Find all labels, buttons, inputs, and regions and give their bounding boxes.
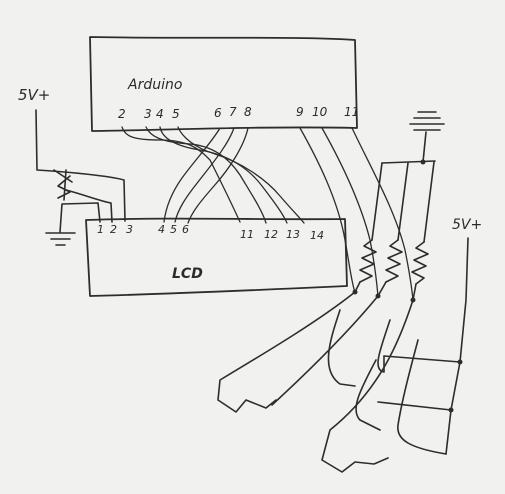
arduino-pin-9: 9 [296, 105, 304, 119]
resistor-r2-lead [377, 162, 409, 297]
vcc-tap-2 [377, 401, 452, 411]
gnd-bus-right [381, 160, 436, 164]
button-1 [217, 291, 356, 413]
lcd-pin-14: 14 [310, 229, 324, 242]
ground-and-resistors [352, 111, 445, 303]
arduino-pin-7: 7 [229, 105, 237, 119]
lcd-pin-labels: 1 2 3 4 5 6 11 12 13 14 [97, 223, 324, 242]
wire-ard3-to-lcd5 [145, 126, 267, 224]
lcd-pin-11: 11 [240, 228, 254, 241]
arduino-pin-8: 8 [244, 105, 252, 119]
push-buttons [217, 291, 447, 473]
ground-symbol-left [45, 232, 76, 246]
power-label-right: 5V+ [452, 217, 482, 233]
lcd-outline [85, 217, 348, 297]
wire-ard6-to-lcd12 [163, 127, 221, 223]
lcd-pin-13: 13 [286, 228, 300, 241]
arduino-pin-2: 2 [118, 107, 126, 121]
gnd-wire-to-lcd-1 [59, 202, 101, 233]
gnd-drop-right [422, 131, 427, 163]
lcd-pin-3: 3 [126, 223, 133, 236]
resistor-r1 [359, 239, 377, 283]
wire-ard11 [351, 127, 414, 301]
arduino-label: Arduino [127, 77, 182, 93]
data-wires [121, 126, 305, 224]
button-wires [299, 127, 414, 301]
junction-gnd [420, 159, 426, 165]
wire-ard5-to-lcd11 [177, 126, 305, 224]
lcd-pin-2: 2 [110, 223, 117, 236]
vcc-rail-right [377, 237, 469, 455]
ground-symbol-right [409, 111, 445, 131]
lcd-pin-12: 12 [264, 228, 278, 241]
junction-vcc-2 [448, 407, 454, 413]
wire-ard2-to-lcd4 [121, 126, 241, 223]
pot-wire-to-lcd-2 [65, 189, 113, 223]
arduino-pin-4: 4 [156, 107, 164, 121]
resistor-r2 [385, 239, 403, 283]
wire-ard9 [299, 127, 356, 293]
button-2 [271, 295, 391, 431]
arduino-pin-5: 5 [172, 107, 180, 121]
vcc-wire-right [445, 237, 469, 455]
arduino-pin-11: 11 [344, 105, 359, 119]
arduino-pin-10: 10 [312, 105, 328, 119]
lcd-label: LCD [172, 266, 203, 282]
vcc-tap-1 [383, 355, 461, 363]
vcc-wire-left [35, 109, 126, 222]
arduino-outline [89, 36, 358, 132]
resistor-r1-lead [354, 162, 383, 293]
power-label-left: 5V+ [18, 86, 50, 104]
lcd-pin-4: 4 [158, 223, 165, 236]
lcd-pin-6: 6 [182, 223, 189, 236]
wire-ard8-to-lcd14 [187, 127, 249, 224]
lcd-pin-1: 1 [97, 223, 104, 236]
arduino-pin-labels: 2 3 4 5 6 7 8 9 10 11 [118, 105, 359, 121]
potentiometer-symbol [53, 169, 73, 201]
junction-vcc-1 [457, 359, 463, 365]
lcd-pin-5: 5 [170, 223, 177, 236]
arduino-pin-3: 3 [144, 107, 152, 121]
resistor-r3 [411, 241, 429, 285]
arduino-board: Arduino 2 3 4 5 6 7 8 9 10 11 [89, 36, 359, 132]
lcd-module: LCD 1 2 3 4 5 6 11 12 13 14 [85, 217, 348, 297]
contrast-potentiometer-network [35, 109, 126, 246]
resistor-r3-lead [412, 161, 435, 301]
button-3 [321, 299, 447, 473]
wire-ard10 [321, 127, 379, 297]
arduino-pin-6: 6 [214, 106, 222, 120]
wire-ard7-to-lcd13 [174, 127, 235, 223]
